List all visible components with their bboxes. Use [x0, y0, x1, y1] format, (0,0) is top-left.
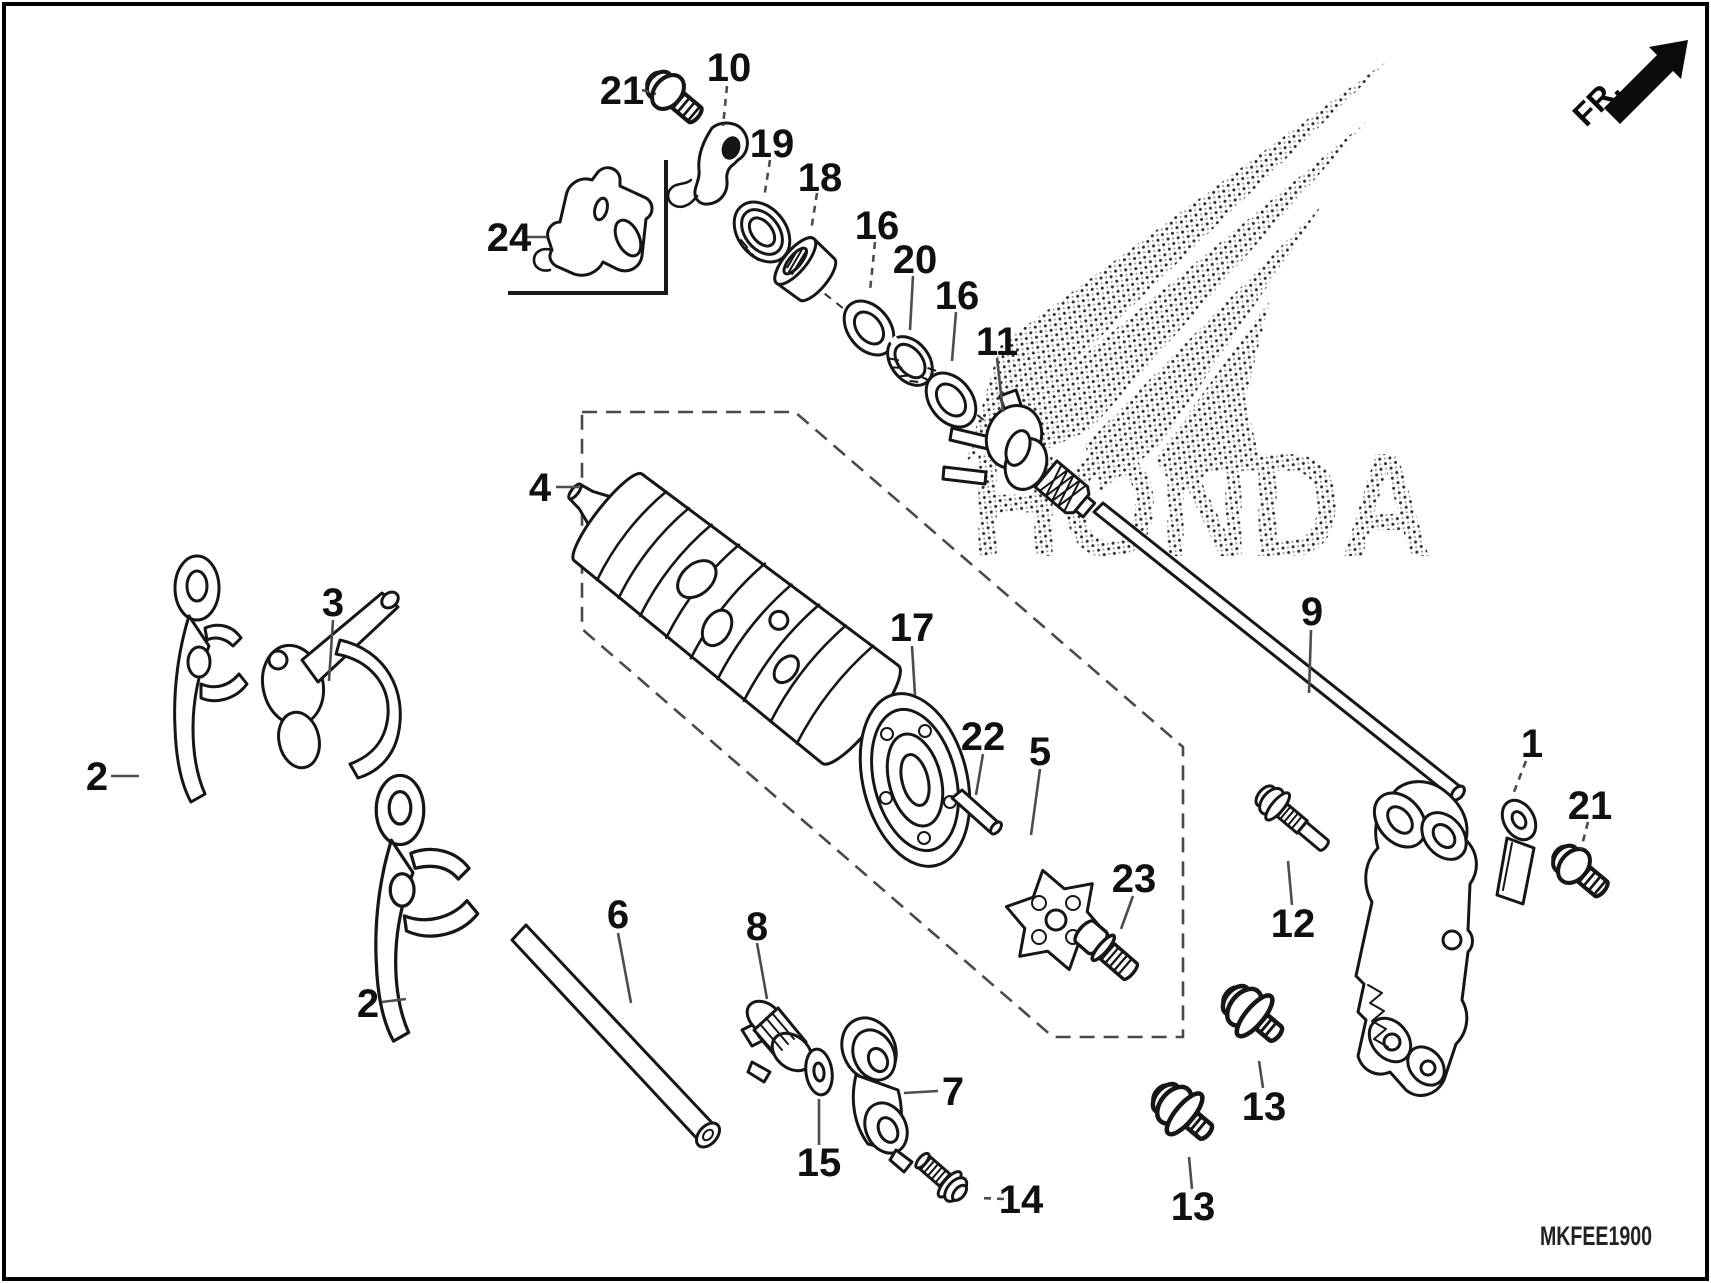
- needle-bearing: [732, 200, 792, 264]
- fr-direction-indicator: FR.: [1565, 40, 1688, 133]
- bolt-13-b: [1141, 1071, 1225, 1153]
- callout-1: 1: [1521, 722, 1543, 766]
- drum-bearing: [858, 692, 972, 868]
- callout-13-a: 13: [1242, 1085, 1287, 1129]
- callout-labels: 21 10 19 18 16 20 16 11 24 4 2 3 2 6 8 1…: [86, 46, 1612, 1229]
- callout-2-bottom: 2: [357, 982, 379, 1026]
- shift-lever-10: [666, 121, 749, 209]
- honda-wing-watermark: [966, 57, 1392, 496]
- snap-ring: [886, 335, 937, 387]
- shift-arm-holder-plate: [1354, 780, 1478, 1097]
- shift-spindle-shaft: [1092, 501, 1466, 802]
- detent-spring: [740, 999, 814, 1084]
- bolt-14: [914, 1151, 969, 1203]
- callout-21-top: 21: [600, 69, 645, 113]
- leader-lines: [111, 85, 1590, 1201]
- stud-bolt-12: [1254, 784, 1330, 852]
- stopper-bracket-24: [532, 166, 654, 277]
- dowel-pin: [950, 788, 1003, 836]
- bolt-13-a: [1211, 973, 1295, 1055]
- callout-10: 10: [707, 46, 752, 90]
- part-code: MKFEE1900: [1540, 1221, 1652, 1251]
- shift-fork-bottom: [374, 773, 480, 1043]
- shift-arm-lever: [840, 1016, 914, 1174]
- callout-23: 23: [1112, 857, 1157, 901]
- callout-24: 24: [487, 216, 532, 260]
- callout-8: 8: [746, 905, 768, 949]
- roller-bushing: [773, 236, 838, 303]
- callout-16-b: 16: [935, 274, 980, 318]
- callout-2-left: 2: [86, 755, 108, 799]
- washer-15: [804, 1047, 834, 1097]
- callout-5: 5: [1029, 730, 1051, 774]
- honda-watermark-text: HONDA: [970, 423, 1432, 588]
- callout-6: 6: [607, 893, 629, 937]
- shift-fork-left: [173, 554, 249, 804]
- callout-21-right: 21: [1568, 784, 1613, 828]
- callout-22: 22: [961, 715, 1006, 759]
- fr-label: FR.: [1565, 71, 1627, 133]
- drum-group-box: [580, 410, 1185, 1039]
- callout-9: 9: [1301, 590, 1323, 634]
- shift-fork-center: [260, 590, 402, 780]
- callout-11: 11: [976, 320, 1018, 364]
- callout-17: 17: [890, 606, 935, 650]
- callout-18: 18: [798, 156, 843, 200]
- bracket-corner-line: [508, 160, 668, 295]
- bolt-21-left: [638, 63, 710, 132]
- fr-arrow-icon: [1604, 40, 1688, 124]
- callout-16-a: 16: [855, 204, 900, 248]
- callout-14: 14: [999, 1178, 1044, 1222]
- callout-3: 3: [322, 581, 344, 625]
- callout-15: 15: [797, 1141, 842, 1185]
- cam-plate-bolt: [1073, 919, 1140, 982]
- callout-20: 20: [893, 238, 938, 282]
- callout-19: 19: [750, 122, 795, 166]
- callout-13-b: 13: [1171, 1185, 1216, 1229]
- callout-7: 7: [942, 1070, 964, 1114]
- callout-4: 4: [529, 466, 552, 510]
- callout-12: 12: [1271, 902, 1316, 946]
- spindle-head: [941, 388, 1097, 519]
- fork-shaft-rod: [510, 923, 722, 1149]
- stopper-plate-1: [1495, 798, 1538, 906]
